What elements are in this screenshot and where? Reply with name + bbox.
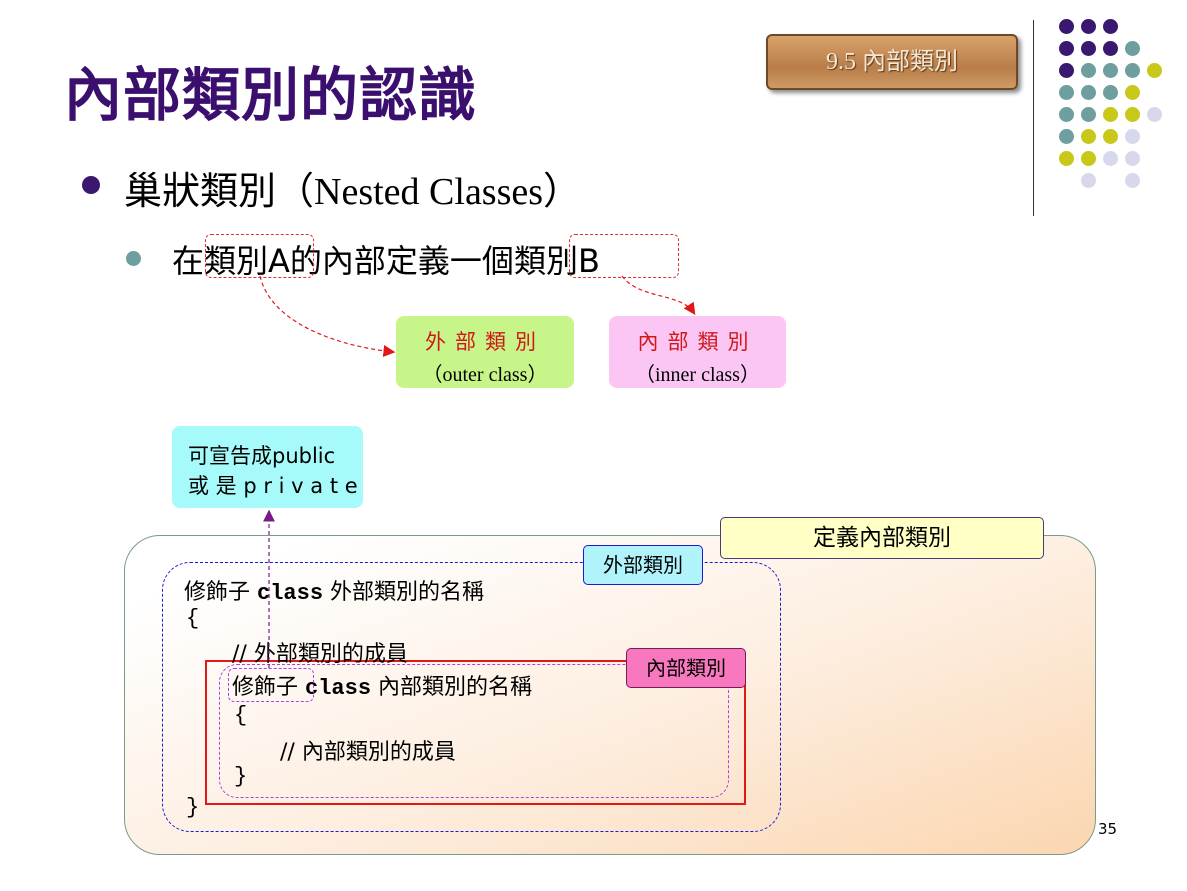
- modifier-note-line2: 或 是 p r i v a t e: [188, 474, 358, 498]
- decorative-dot: [1125, 129, 1140, 144]
- code-line-outer-members: // 外部類別的成員: [232, 642, 408, 667]
- outer-class-en: （outer class）: [422, 364, 548, 386]
- code-line-brace-close: }: [186, 795, 200, 820]
- decorative-dot: [1103, 41, 1118, 56]
- code-line-brace-open: {: [186, 606, 200, 631]
- bullet-text-end: ）: [543, 169, 582, 213]
- decorative-dot: [1103, 85, 1118, 100]
- decorative-dot: [1059, 129, 1074, 144]
- decorative-dot: [1081, 63, 1096, 78]
- code-modifier: 修飾子: [184, 580, 251, 605]
- divider-line: [1033, 20, 1034, 216]
- decorative-dot: [1125, 63, 1140, 78]
- inner-modifier-highlight: [228, 668, 314, 702]
- decorative-dot: [1147, 63, 1162, 78]
- decorative-dot: [1059, 107, 1074, 122]
- modifier-note: 可宣告成public 或 是 p r i v a t e: [172, 426, 363, 508]
- outer-class-region: [162, 562, 781, 832]
- inner-class-label: 內部類別 （inner class）: [609, 316, 786, 388]
- arrow-class-b-to-inner: [621, 275, 696, 315]
- decorative-dot: [1125, 151, 1140, 166]
- decorative-dot: [1125, 173, 1140, 188]
- decorative-dot: [1081, 107, 1096, 122]
- inner-class-tag: 內部類別: [626, 648, 746, 688]
- decorative-dot: [1103, 19, 1118, 34]
- arrow-class-a-to-outer: [259, 275, 396, 357]
- decorative-dot: [1125, 41, 1140, 56]
- code-line-inner-brace-close: }: [234, 764, 248, 789]
- code-panel: [124, 535, 1096, 855]
- code-class-name: 外部類別的名稱: [330, 580, 485, 605]
- bullet-icon: [82, 176, 100, 194]
- sub-bullet-icon: [126, 251, 141, 266]
- inner-class-zh: 內部類別: [637, 330, 758, 354]
- decorative-dot: [1103, 63, 1118, 78]
- sub-bullet-define: 在類別A的內部定義一個類別B: [172, 236, 600, 282]
- class-a-text: 類別A: [204, 242, 290, 280]
- code-line-inner-brace-open: {: [234, 703, 248, 728]
- code-line-outer-decl: 修飾子 class 外部類別的名稱: [184, 574, 484, 606]
- decorative-dot: [1081, 129, 1096, 144]
- decorative-dot: [1081, 151, 1096, 166]
- code-line-inner-members: // 內部類別的成員: [280, 740, 456, 765]
- decorative-dot: [1059, 151, 1074, 166]
- decorative-dot: [1125, 107, 1140, 122]
- bullet-text-zh: 巢狀類別（: [124, 169, 315, 213]
- sub-bullet-mid: 的內部定義一個: [289, 242, 514, 280]
- decorative-dot: [1103, 129, 1118, 144]
- modifier-note-line1: 可宣告成public: [188, 444, 336, 468]
- decorative-dot: [1059, 63, 1074, 78]
- class-a-highlight: [205, 234, 314, 278]
- code-class-name: 內部類別的名稱: [378, 675, 533, 700]
- inner-class-region: [219, 664, 729, 798]
- class-b-highlight: [569, 234, 679, 278]
- decorative-dot: [1081, 41, 1096, 56]
- decorative-dot: [1059, 41, 1074, 56]
- page-number: 35: [1098, 820, 1118, 838]
- code-modifier: 修飾子: [232, 675, 299, 700]
- decorative-dot: [1125, 85, 1140, 100]
- bullet-nested-classes: 巢狀類別（Nested Classes）: [124, 160, 581, 215]
- decorative-dot: [1081, 173, 1096, 188]
- outer-class-tag: 外部類別: [583, 545, 703, 585]
- slide-title: 內部類別的認識: [64, 61, 478, 129]
- inner-class-highlight: [205, 660, 746, 805]
- decorative-dot: [1081, 19, 1096, 34]
- decorative-dot: [1103, 151, 1118, 166]
- bullet-text-en: Nested Classes: [314, 171, 544, 213]
- code-keyword: class: [305, 676, 372, 701]
- sub-bullet-pre: 在: [172, 242, 205, 280]
- inner-class-en: （inner class）: [635, 364, 760, 386]
- define-inner-class-tag: 定義內部類別: [720, 517, 1044, 559]
- decorative-dot: [1059, 85, 1074, 100]
- decorative-dot: [1147, 107, 1162, 122]
- code-keyword: class: [257, 581, 324, 606]
- code-line-inner-decl: 修飾子 class 內部類別的名稱: [232, 669, 532, 701]
- outer-class-label: 外部類別 （outer class）: [396, 316, 574, 388]
- section-badge: 9.5 內部類別: [766, 34, 1018, 90]
- outer-class-zh: 外部類別: [425, 330, 545, 354]
- decorative-dot: [1103, 107, 1118, 122]
- decorative-dot: [1059, 19, 1074, 34]
- class-b-text: 類別B: [513, 242, 600, 280]
- decorative-dot: [1081, 85, 1096, 100]
